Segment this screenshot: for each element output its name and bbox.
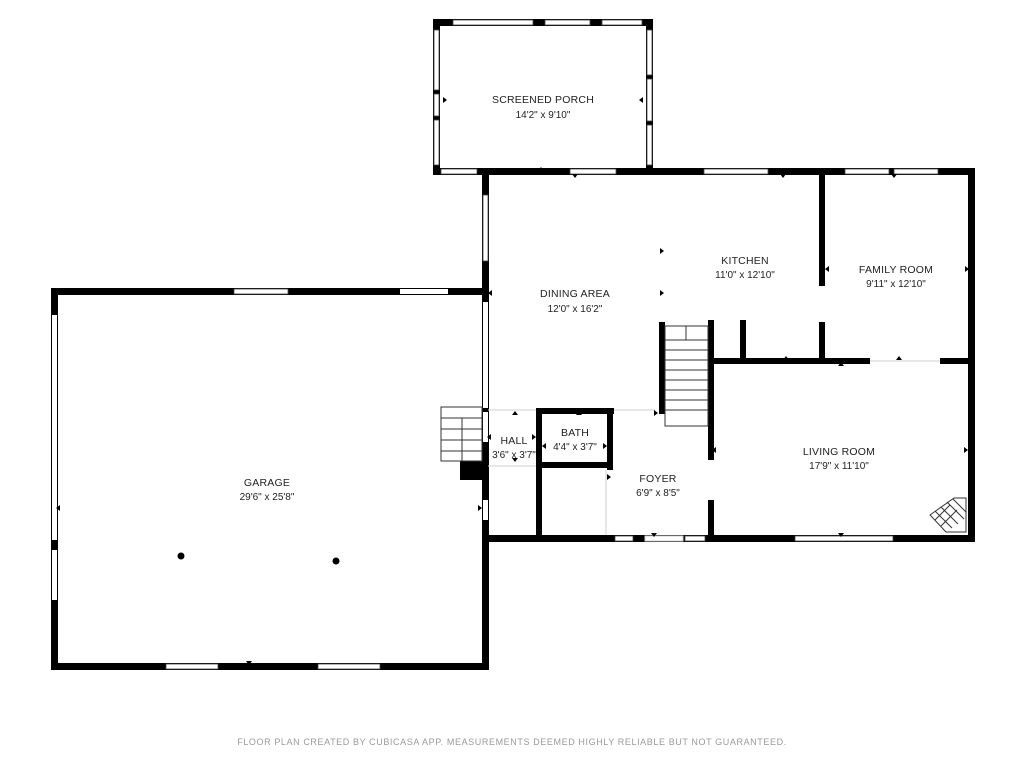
garage-steps xyxy=(440,406,483,462)
main-house-walls xyxy=(433,168,975,542)
foyer-size: 6'9" x 8'5" xyxy=(636,488,680,499)
screened-porch-size: 14'2" x 9'10" xyxy=(516,110,571,121)
window xyxy=(646,78,653,122)
dining-area-name: DINING AREA xyxy=(540,288,610,300)
garage-dot xyxy=(177,552,185,560)
window xyxy=(646,29,653,76)
garage-name: GARAGE xyxy=(244,477,290,489)
window xyxy=(544,19,591,26)
garage-walls xyxy=(51,288,489,670)
staircase xyxy=(664,325,709,427)
kitchen-name: KITCHEN xyxy=(721,255,769,267)
garage-size: 29'6" x 25'8" xyxy=(240,492,295,503)
kitchen-size: 11'0" x 12'10" xyxy=(715,270,775,281)
window xyxy=(452,19,534,26)
window xyxy=(433,29,440,91)
family-room-size: 9'11" x 12'10" xyxy=(866,279,926,290)
foyer-name: FOYER xyxy=(639,473,676,485)
footer-disclaimer: FLOOR PLAN CREATED BY CUBICASA APP. MEAS… xyxy=(237,737,787,747)
living-room-name: LIVING ROOM xyxy=(803,446,875,458)
foyer-lines xyxy=(488,360,940,535)
hall-name: HALL xyxy=(500,435,527,447)
fireplace xyxy=(929,497,967,533)
garage-dot xyxy=(332,557,340,565)
screened-porch-name: SCREENED PORCH xyxy=(492,94,594,106)
hall-size: 3'6" x 3'7" xyxy=(492,450,536,461)
dining-area-size: 12'0" x 16'2" xyxy=(548,304,603,315)
window xyxy=(646,124,653,166)
bath-size: 4'4" x 3'7" xyxy=(553,442,597,453)
window xyxy=(433,93,440,117)
family-room-name: FAMILY ROOM xyxy=(859,264,933,276)
window xyxy=(601,19,643,26)
window xyxy=(433,119,440,166)
screened-porch-walls xyxy=(433,19,653,175)
living-room-size: 17'9" x 11'10" xyxy=(809,461,869,472)
door-arrows xyxy=(56,97,969,665)
interior-walls xyxy=(460,174,974,536)
bath-name: BATH xyxy=(561,427,589,439)
